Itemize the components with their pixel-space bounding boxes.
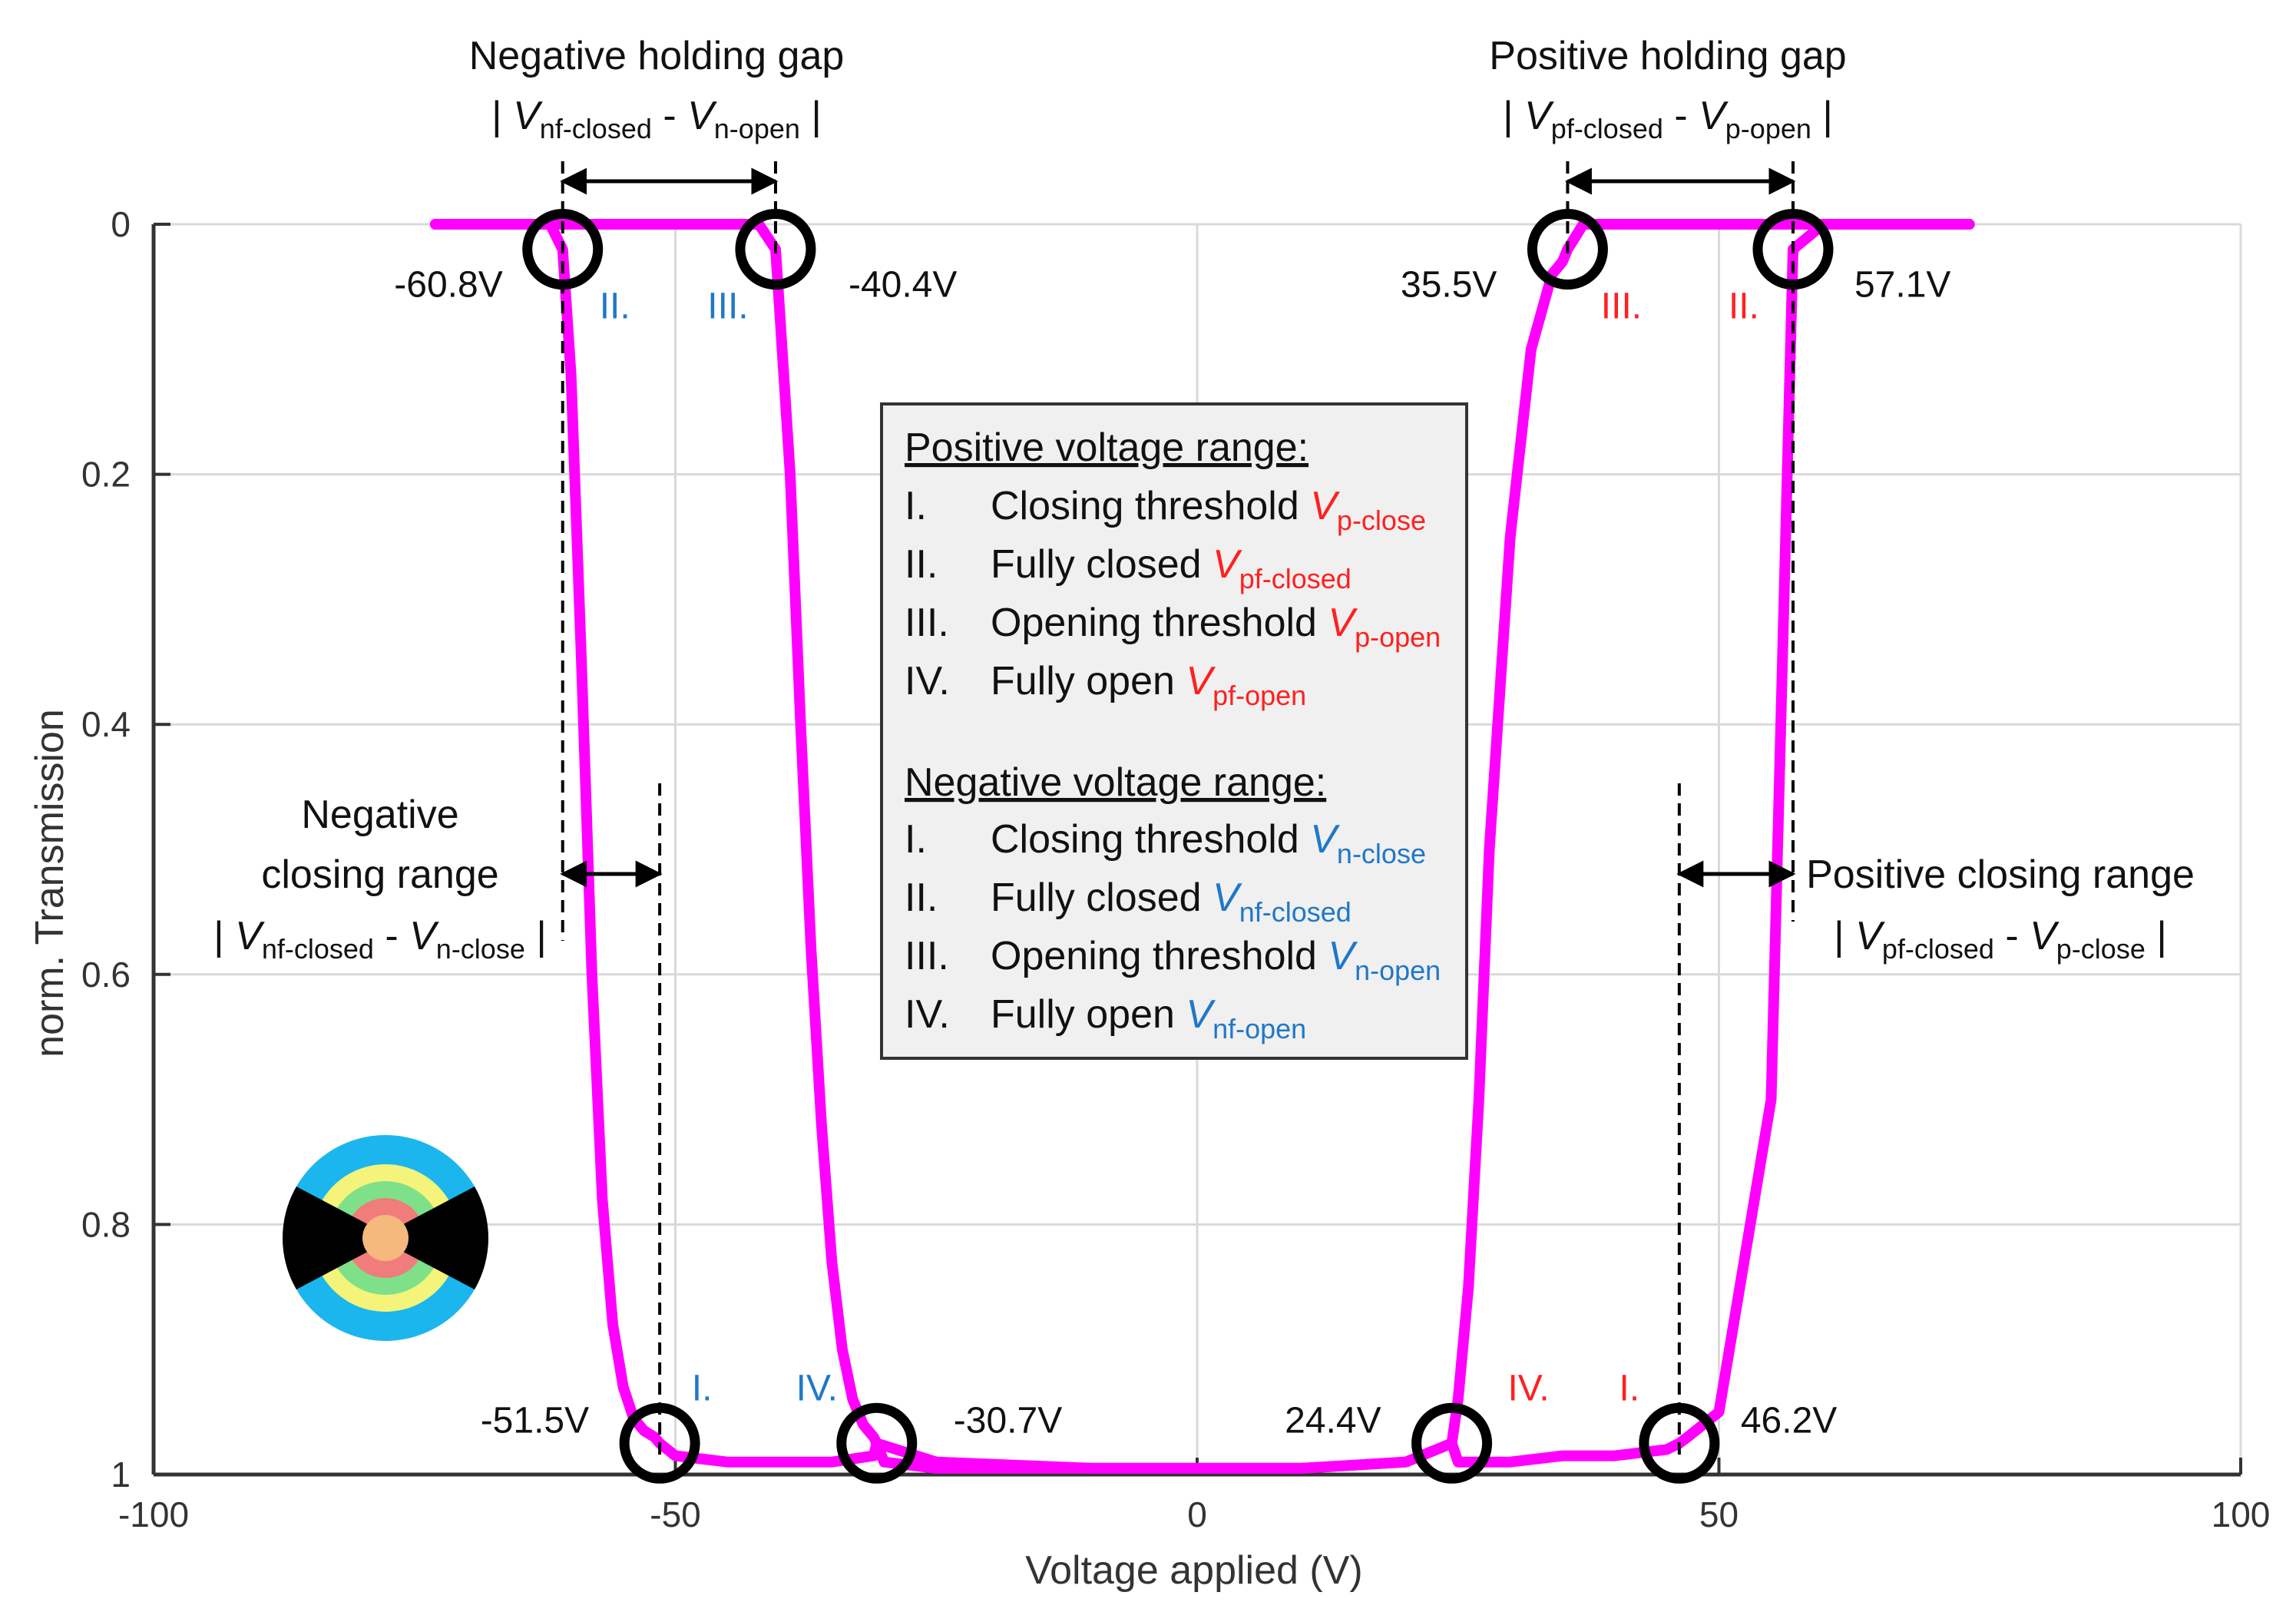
- legend-item-number: III.: [905, 934, 949, 978]
- marker-voltage-label: 57.1V: [1854, 265, 1950, 306]
- legend-item-number: II.: [905, 876, 938, 920]
- positive-closing-range-annotation: Positive closing range | Vpf-closed - Vp…: [1806, 852, 2195, 965]
- threshold-marker: [1752, 209, 1834, 290]
- negative-closing-range-annotation: Negative closing range | Vnf-closed - Vn…: [213, 793, 547, 965]
- aperture-device-icon: [283, 1135, 488, 1341]
- axes: -100 -50 0 50 100 0 0.2 0.4 0.6 0.8 1: [81, 204, 2270, 1534]
- marker-roman-numeral: IV.: [796, 1368, 838, 1408]
- x-tick-label: -50: [650, 1494, 700, 1534]
- positive-holding-gap-formula: | Vpf-closed - Vp-open |: [1503, 94, 1833, 144]
- negative-holding-gap-formula: | Vnf-closed - Vn-open |: [491, 94, 822, 144]
- negative-closing-range-formula: | Vnf-closed - Vn-close |: [213, 914, 547, 965]
- legend-item-text: Fully closed Vnf-closed: [991, 876, 1351, 928]
- y-tick-label: 0.4: [81, 704, 131, 744]
- positive-closing-range-title: Positive closing range: [1806, 852, 2195, 897]
- legend-item-number: II.: [905, 542, 938, 587]
- threshold-marker: [1411, 1402, 1493, 1484]
- threshold-marker: [619, 1402, 700, 1484]
- legend-item-text: Closing threshold Vp-close: [991, 484, 1426, 536]
- positive-holding-gap-annotation: Positive holding gap | Vpf-closed - Vp-o…: [1489, 34, 1846, 144]
- threshold-marker: [1639, 1402, 1720, 1484]
- marker-voltage-label: -40.4V: [849, 265, 957, 306]
- y-tick-label: 0.6: [81, 955, 131, 995]
- legend-item-text: Fully open Vpf-open: [991, 659, 1306, 711]
- legend-item-number: IV.: [905, 992, 950, 1037]
- threshold-markers: -60.8V II. -40.4V III. 35.5V III. 57.1V II. -51.…: [394, 209, 1950, 1484]
- legend-box: Positive voltage range: I. Closing thresh…: [880, 402, 1468, 1060]
- hysteresis-curve-1: [429, 219, 1975, 1474]
- x-tick-label: 0: [1187, 1494, 1207, 1534]
- marker-voltage-label: 24.4V: [1285, 1400, 1381, 1441]
- x-tick-label: 50: [1699, 1494, 1739, 1534]
- marker-roman-numeral: I.: [692, 1368, 713, 1408]
- legend-background: [880, 402, 1468, 1060]
- threshold-marker: [522, 209, 604, 290]
- marker-roman-numeral: III.: [1601, 286, 1642, 327]
- x-tick-label: -100: [118, 1494, 189, 1534]
- aperture-blade-right: [395, 1187, 488, 1289]
- y-axis-title: norm. Transmission: [28, 709, 72, 1058]
- marker-voltage-label: -60.8V: [394, 265, 502, 306]
- legend-item-text: Opening threshold Vp-open: [991, 601, 1441, 653]
- x-axis-title: Voltage applied (V): [1025, 1548, 1362, 1593]
- legend-positive-header: Positive voltage range:: [905, 425, 1308, 470]
- marker-voltage-label: -51.5V: [481, 1400, 589, 1441]
- y-tick-label: 0.2: [81, 455, 131, 495]
- threshold-marker: [836, 1402, 918, 1484]
- positive-closing-range-formula: | Vpf-closed - Vp-close |: [1834, 914, 2167, 965]
- legend-item-number: IV.: [905, 659, 950, 703]
- legend-item-text: Fully closed Vpf-closed: [991, 542, 1351, 594]
- marker-roman-numeral: I.: [1619, 1368, 1640, 1408]
- legend-item-number: I.: [905, 484, 927, 528]
- legend-item-number: III.: [905, 601, 949, 645]
- negative-closing-range-line2: closing range: [261, 852, 498, 897]
- aperture-blade-left: [283, 1187, 376, 1289]
- positive-holding-gap-title: Positive holding gap: [1489, 34, 1846, 78]
- marker-voltage-label: 35.5V: [1401, 265, 1497, 306]
- negative-closing-range-line1: Negative: [301, 793, 458, 837]
- threshold-marker: [735, 209, 816, 290]
- marker-roman-numeral: IV.: [1507, 1368, 1549, 1408]
- legend-item-text: Closing threshold Vn-close: [991, 817, 1426, 869]
- legend-item-text: Opening threshold Vn-open: [991, 934, 1441, 986]
- marker-voltage-label: 46.2V: [1741, 1400, 1837, 1441]
- legend-item-number: I.: [905, 817, 927, 862]
- legend-negative-header: Negative voltage range:: [905, 760, 1326, 805]
- x-tick-label: 100: [2212, 1494, 2271, 1534]
- aperture-center-cap: [362, 1215, 409, 1261]
- y-tick-label: 1: [111, 1455, 131, 1494]
- marker-roman-numeral: II.: [1729, 286, 1759, 327]
- marker-roman-numeral: II.: [600, 286, 630, 327]
- y-tick-label: 0: [111, 204, 131, 244]
- marker-voltage-label: -30.7V: [954, 1400, 1062, 1441]
- legend-item-text: Fully open Vnf-open: [991, 992, 1306, 1044]
- negative-holding-gap-annotation: Negative holding gap | Vnf-closed - Vn-o…: [469, 34, 845, 144]
- negative-holding-gap-title: Negative holding gap: [469, 34, 845, 78]
- threshold-marker: [1527, 209, 1608, 290]
- y-tick-label: 0.8: [81, 1204, 131, 1244]
- marker-roman-numeral: III.: [707, 286, 748, 327]
